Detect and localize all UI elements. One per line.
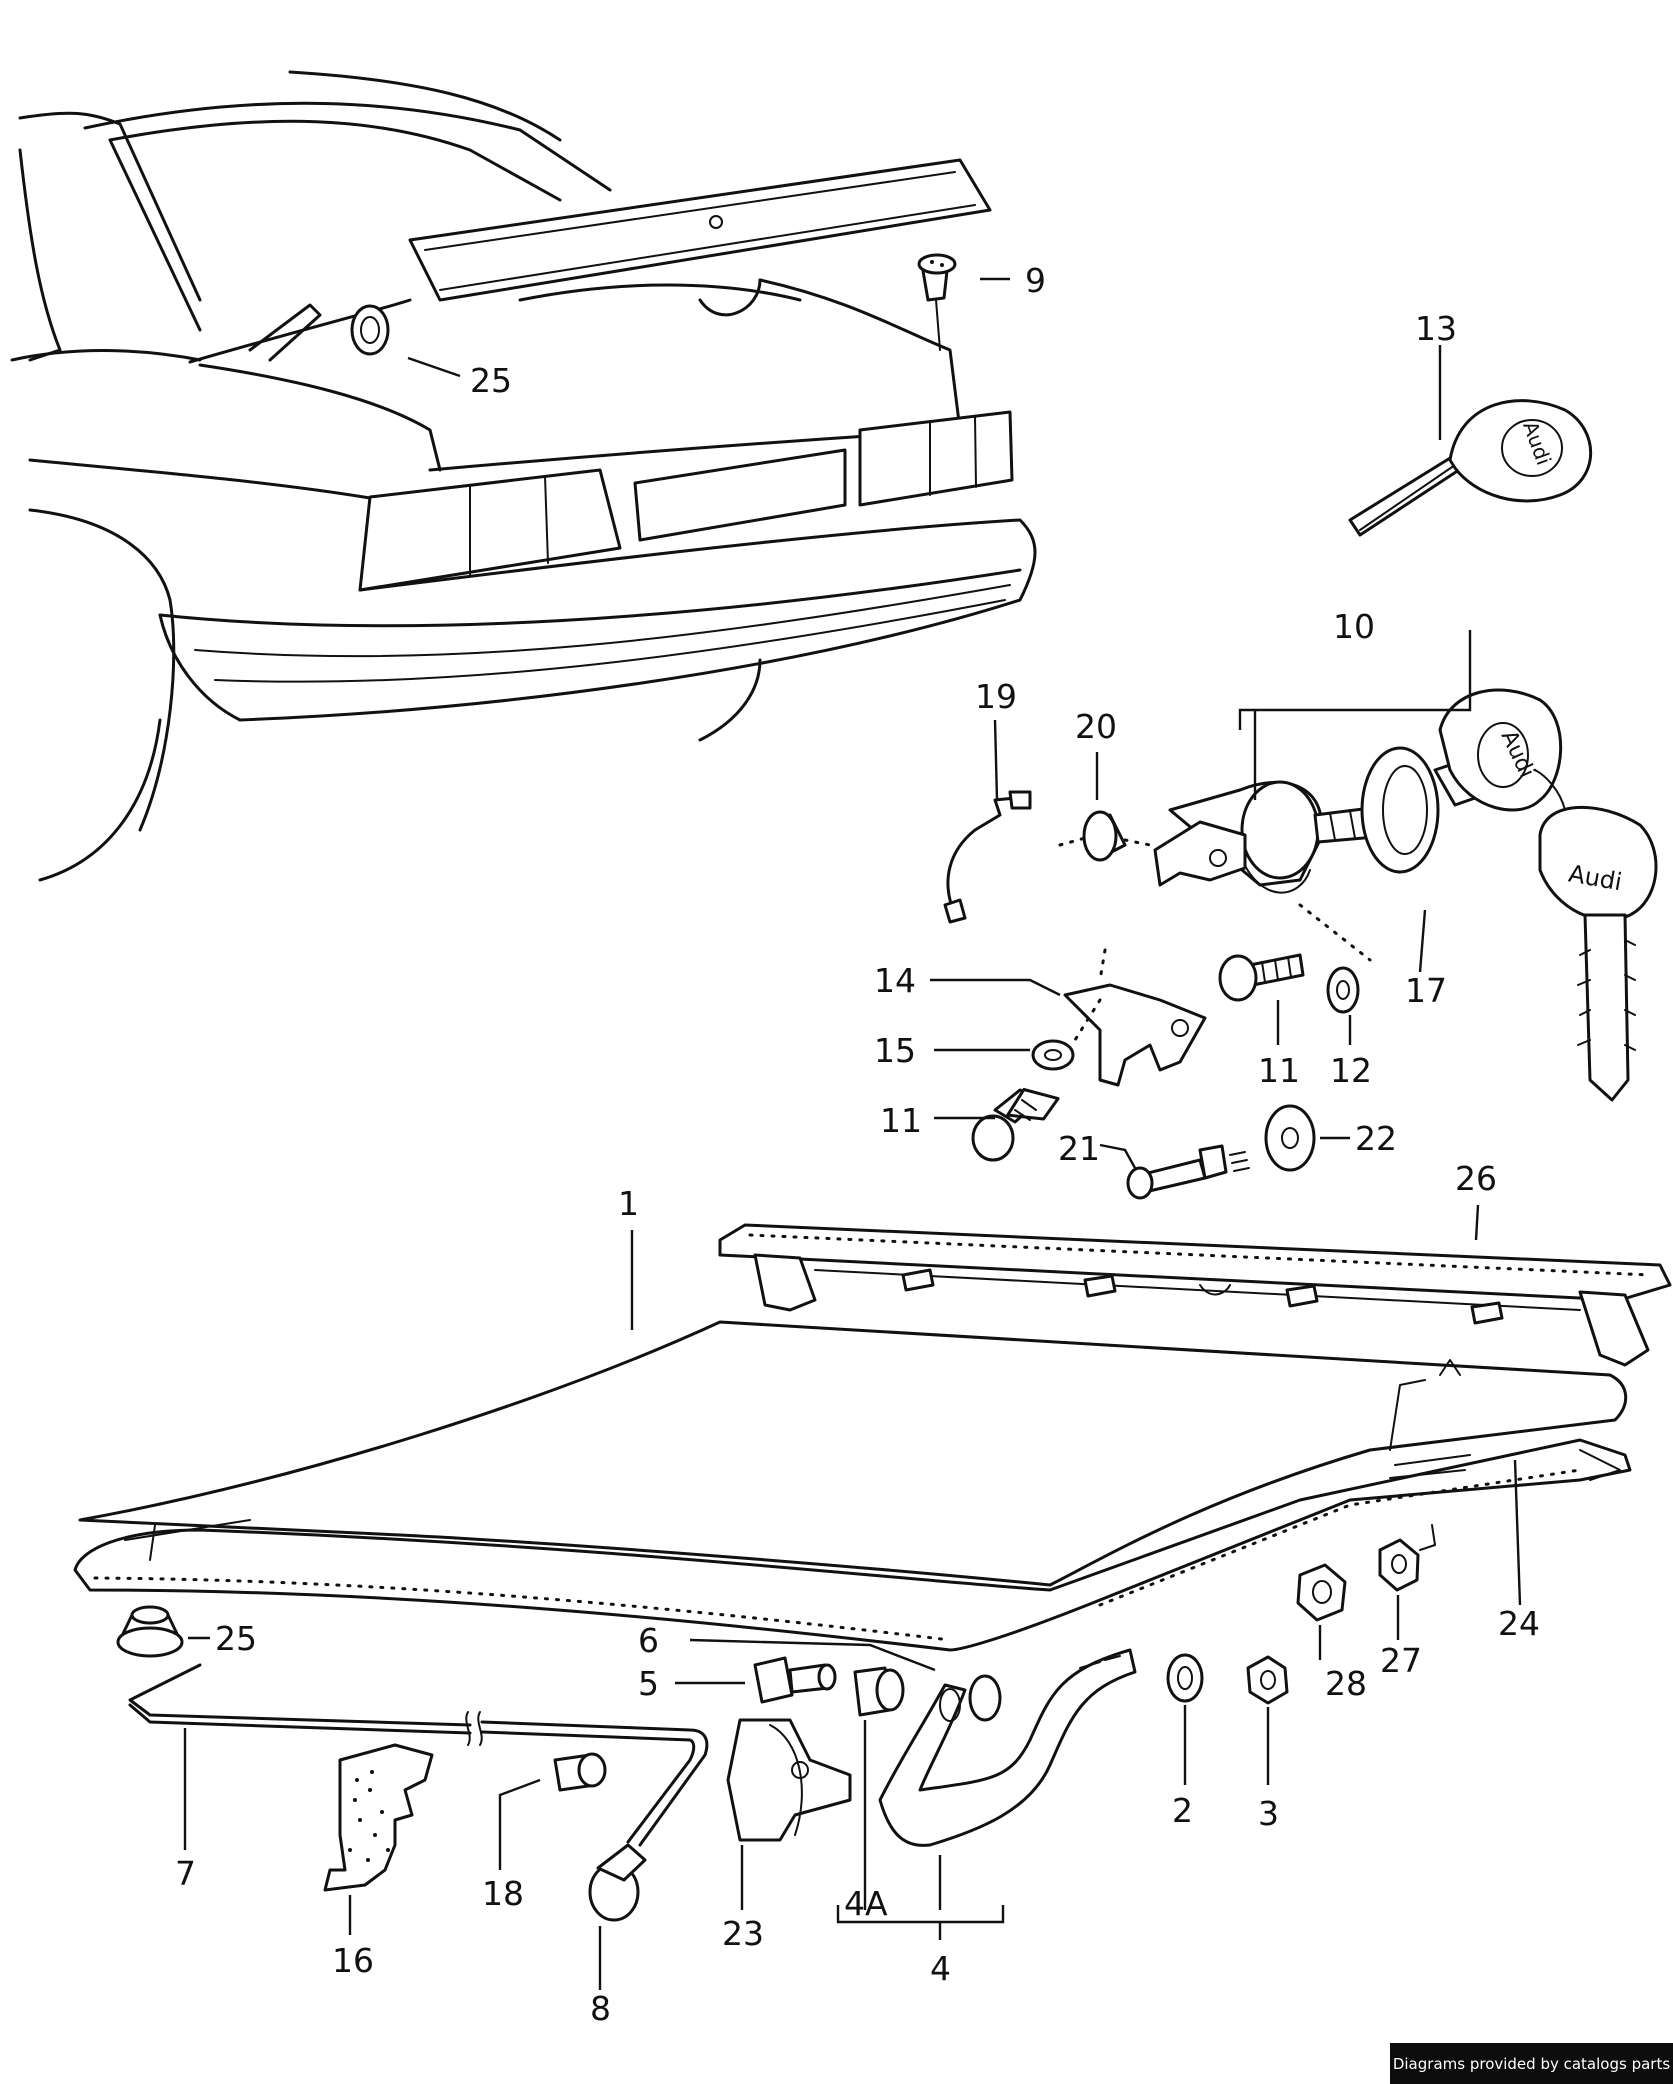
washer-part (1166, 1653, 1204, 1703)
nut-part (1296, 1563, 1347, 1622)
bolt-part (753, 1656, 837, 1704)
bolt-part (1126, 1144, 1250, 1200)
grommet-icon (350, 304, 390, 356)
car-rear-illustration (10, 70, 1037, 882)
callout-4a: 4A (844, 1884, 888, 1923)
callout-1: 1 (618, 1184, 639, 1223)
callout-18: 18 (482, 1874, 524, 1913)
key-part: Audi (1348, 399, 1593, 537)
callout-10: 10 (1333, 607, 1375, 646)
callout-24: 24 (1498, 1604, 1540, 1643)
rubber-stop-part (588, 1843, 647, 1922)
callout-21: 21 (1058, 1129, 1100, 1168)
callout-labels: 1 2 3 4 4A 5 6 7 8 9 10 11 11 12 13 14 1… (175, 261, 1540, 2028)
callout-27: 27 (1380, 1641, 1422, 1680)
washer-part (1264, 1104, 1316, 1172)
bump-stop-part (917, 253, 957, 351)
callout-15: 15 (874, 1031, 916, 1070)
bolt-part (1218, 953, 1305, 1002)
callout-4: 4 (930, 1949, 951, 1988)
callout-23: 23 (722, 1914, 764, 1953)
callout-11b: 11 (880, 1101, 922, 1140)
trunk-lid-part (73, 1320, 1632, 1652)
clip-part (1058, 810, 1152, 862)
callout-16: 16 (332, 1941, 374, 1980)
callout-9: 9 (1025, 261, 1046, 300)
lock-cylinder-assembly: Audi Audi (1153, 688, 1658, 1102)
callout-17: 17 (1405, 971, 1447, 1010)
operating-rod-part (943, 790, 1032, 924)
lock-bracket-part (1063, 948, 1207, 1087)
torsion-bar-part (128, 1663, 709, 1847)
callout-11a: 11 (1258, 1051, 1300, 1090)
spoiler-part (718, 1223, 1672, 1367)
credit-banner: Diagrams provided by catalogs parts (1390, 2043, 1673, 2084)
bushing-part (853, 1666, 905, 1717)
nut-part (1246, 1655, 1289, 1705)
washer-part (1031, 1039, 1075, 1071)
callout-13: 13 (1415, 309, 1457, 348)
clip-part (553, 1752, 607, 1792)
callout-2: 2 (1172, 1791, 1193, 1830)
callout-7: 7 (175, 1854, 196, 1893)
callout-14: 14 (874, 961, 916, 1000)
grommet-icon (116, 1605, 184, 1658)
callout-19: 19 (975, 677, 1017, 716)
callout-5: 5 (638, 1664, 659, 1703)
callout-28: 28 (1325, 1664, 1367, 1703)
callout-8: 8 (590, 1989, 611, 2028)
bolt-part (971, 1088, 1060, 1162)
callout-26: 26 (1455, 1159, 1497, 1198)
callout-25b: 25 (215, 1619, 257, 1658)
pad-part (323, 1743, 434, 1892)
credit-text: Diagrams provided by catalogs parts (1392, 2054, 1671, 2073)
callout-20: 20 (1075, 707, 1117, 746)
hinge-part (878, 1648, 1137, 1847)
leader-lines (183, 277, 1522, 1990)
nut-part (1378, 1524, 1436, 1592)
callout-12: 12 (1330, 1051, 1372, 1090)
hinge-bracket-part (726, 1718, 852, 1842)
callout-6: 6 (638, 1621, 659, 1660)
callout-3: 3 (1258, 1794, 1279, 1833)
washer-part (1298, 903, 1372, 1014)
callout-22: 22 (1355, 1119, 1397, 1158)
callout-25a: 25 (470, 361, 512, 400)
